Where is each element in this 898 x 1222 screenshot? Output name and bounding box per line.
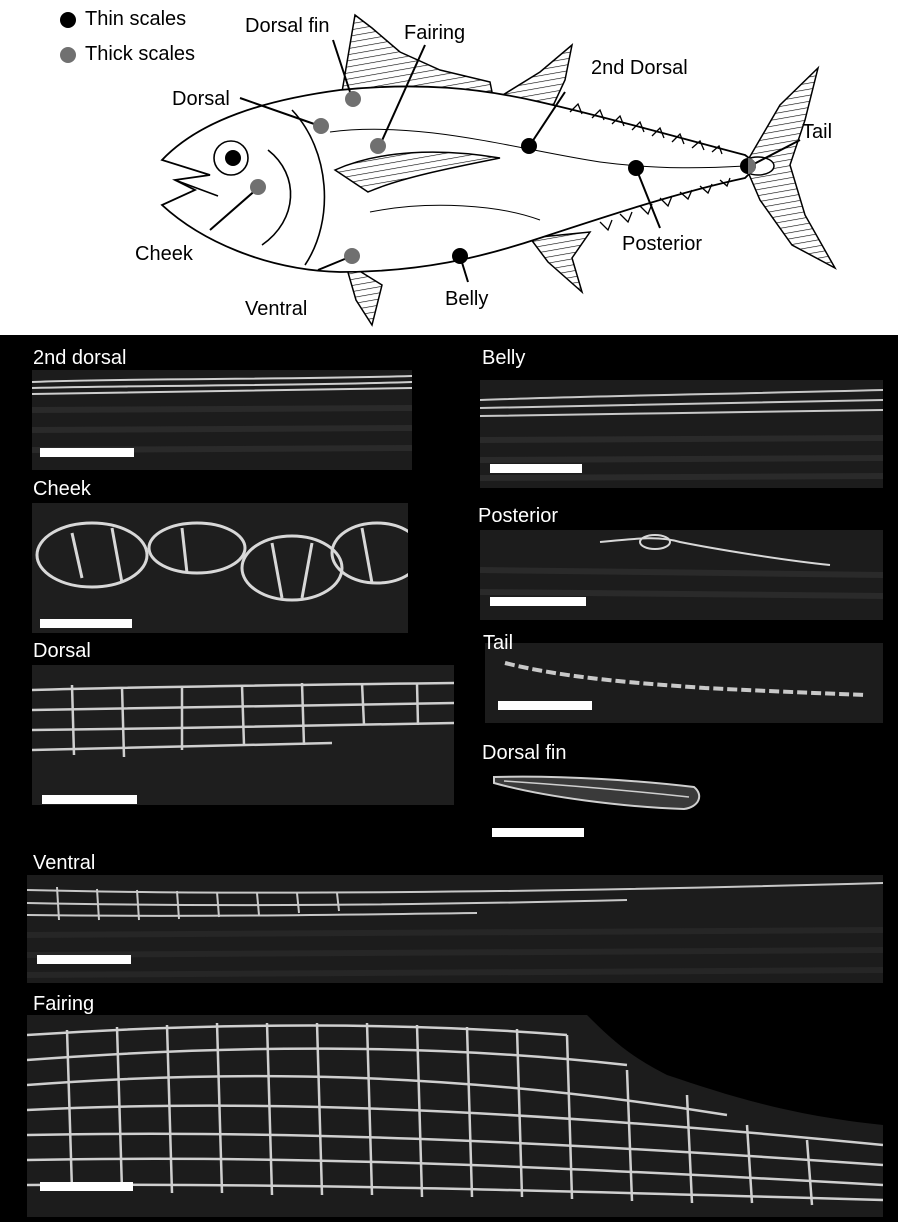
tail-panel bbox=[485, 643, 883, 723]
dorsal-scale-bar bbox=[42, 795, 137, 804]
cheek-label: Cheek bbox=[135, 243, 194, 265]
belly-point bbox=[452, 248, 468, 264]
thin-scales-legend-label: Thin scales bbox=[85, 8, 186, 31]
ventral-texture bbox=[27, 875, 883, 983]
posterior-panel bbox=[480, 530, 883, 620]
dorsal-label: Dorsal bbox=[172, 88, 230, 110]
thick-scales-legend-dot bbox=[60, 47, 76, 63]
ventral-panel-label: Ventral bbox=[33, 852, 95, 875]
belly-scale-bar bbox=[490, 464, 582, 473]
fairing-point bbox=[370, 138, 386, 154]
fairing-label: Fairing bbox=[404, 22, 465, 44]
fairing-texture bbox=[27, 1015, 883, 1217]
ventral-label: Ventral bbox=[245, 298, 307, 320]
ventral-scale-bar bbox=[37, 955, 131, 964]
posterior-panel-label: Posterior bbox=[478, 505, 558, 528]
cheek-panel-label: Cheek bbox=[33, 478, 91, 501]
posterior-texture bbox=[480, 530, 883, 620]
dorsal-texture bbox=[32, 665, 454, 805]
posterior-scale-bar bbox=[490, 597, 586, 606]
posterior-label: Posterior bbox=[622, 233, 702, 255]
fish-diagram: Thin scales Thick scales bbox=[0, 0, 898, 335]
cheek-texture bbox=[32, 503, 408, 633]
ventral-point bbox=[344, 248, 360, 264]
cheek-point bbox=[250, 179, 266, 195]
dorsal-fin-panel-label: Dorsal fin bbox=[482, 742, 566, 765]
belly-label: Belly bbox=[445, 288, 488, 310]
anal-fin-shape bbox=[530, 232, 590, 292]
fairing-panel-label: Fairing bbox=[33, 993, 94, 1016]
cheek-panel bbox=[32, 503, 408, 633]
dorsal-panel bbox=[32, 665, 454, 805]
second-dorsal-point bbox=[521, 138, 537, 154]
tail-scale-bar bbox=[498, 701, 592, 710]
tail-panel-label: Tail bbox=[483, 632, 513, 655]
belly-panel-label: Belly bbox=[482, 347, 525, 370]
tail-label: Tail bbox=[802, 121, 832, 143]
thin-scales-legend-dot bbox=[60, 12, 76, 28]
dorsal-fin-label: Dorsal fin bbox=[245, 15, 329, 37]
cheek-scale-bar bbox=[40, 619, 132, 628]
posterior-point bbox=[628, 160, 644, 176]
fairing-scale-bar bbox=[40, 1182, 133, 1191]
tail-texture bbox=[485, 643, 883, 723]
dorsal-fin-point bbox=[345, 91, 361, 107]
thick-scales-legend-label: Thick scales bbox=[85, 43, 195, 66]
fairing-panel bbox=[27, 1015, 883, 1217]
dorsal-fin-scale-bar bbox=[492, 828, 584, 837]
second-dorsal-panel-label: 2nd dorsal bbox=[33, 347, 126, 370]
micro-ct-panels: 2nd dorsal Belly Cheek bbox=[0, 335, 898, 1222]
ventral-panel bbox=[27, 875, 883, 983]
dorsal-point bbox=[313, 118, 329, 134]
second-dorsal-label: 2nd Dorsal bbox=[591, 57, 688, 79]
dorsal-panel-label: Dorsal bbox=[33, 640, 91, 663]
eye-pupil bbox=[225, 150, 241, 166]
second-dorsal-scale-bar bbox=[40, 448, 134, 457]
